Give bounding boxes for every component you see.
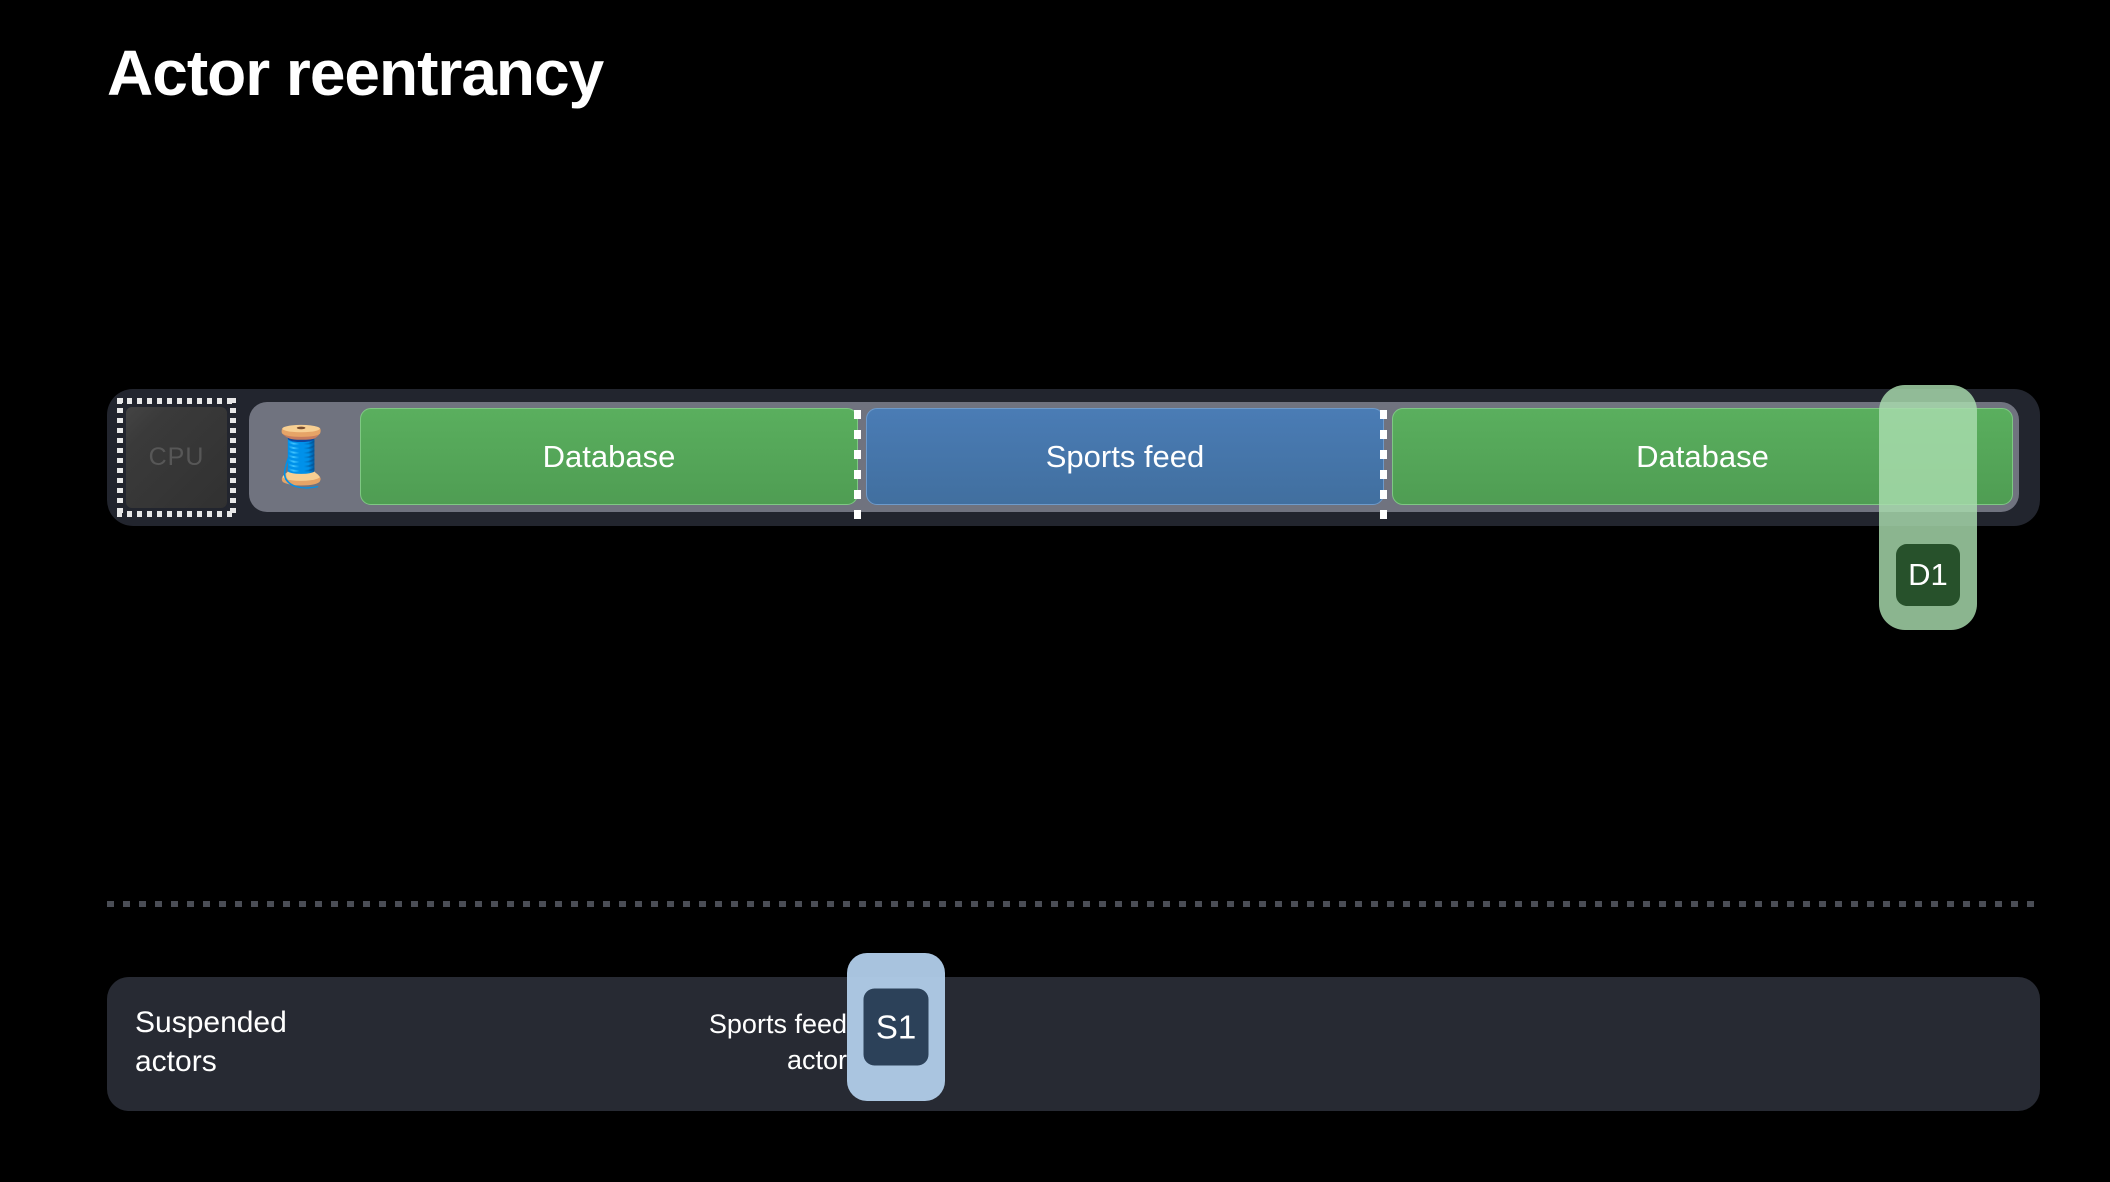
section-divider: [107, 901, 2040, 907]
thread-spool-icon: 🧵: [265, 424, 338, 489]
page-title: Actor reentrancy: [107, 37, 604, 109]
task-label: Database: [1636, 438, 1769, 474]
sports-feed-actor-label: Sports feed actor: [708, 1009, 847, 1076]
cpu-label: CPU: [148, 443, 205, 471]
task-block-database-1[interactable]: Database: [360, 408, 858, 505]
d1-highlight-capsule: D1: [1879, 385, 1977, 630]
task-label: Database: [542, 438, 676, 474]
thread-track: 🧵 Database Sports feed Database: [249, 402, 2019, 530]
cpu-timeline-bar: CPU 🧵 Database Sports feed Database: [107, 389, 2040, 530]
suspended-actors-panel: Suspended actors Sports feed actor S1: [107, 953, 2040, 1111]
d1-badge[interactable]: D1: [1896, 544, 1960, 606]
task-block-sports-feed[interactable]: Sports feed: [866, 408, 1384, 505]
suspended-actors-title: Suspended actors: [135, 1006, 287, 1078]
suspension-point-divider-1: [854, 410, 861, 530]
s1-highlight-capsule: S1: [847, 953, 945, 1101]
s1-badge[interactable]: S1: [863, 988, 929, 1066]
suspension-point-divider-2: [1380, 410, 1387, 530]
cpu-chip-icon: CPU: [117, 398, 236, 517]
task-label: Sports feed: [1045, 438, 1205, 474]
